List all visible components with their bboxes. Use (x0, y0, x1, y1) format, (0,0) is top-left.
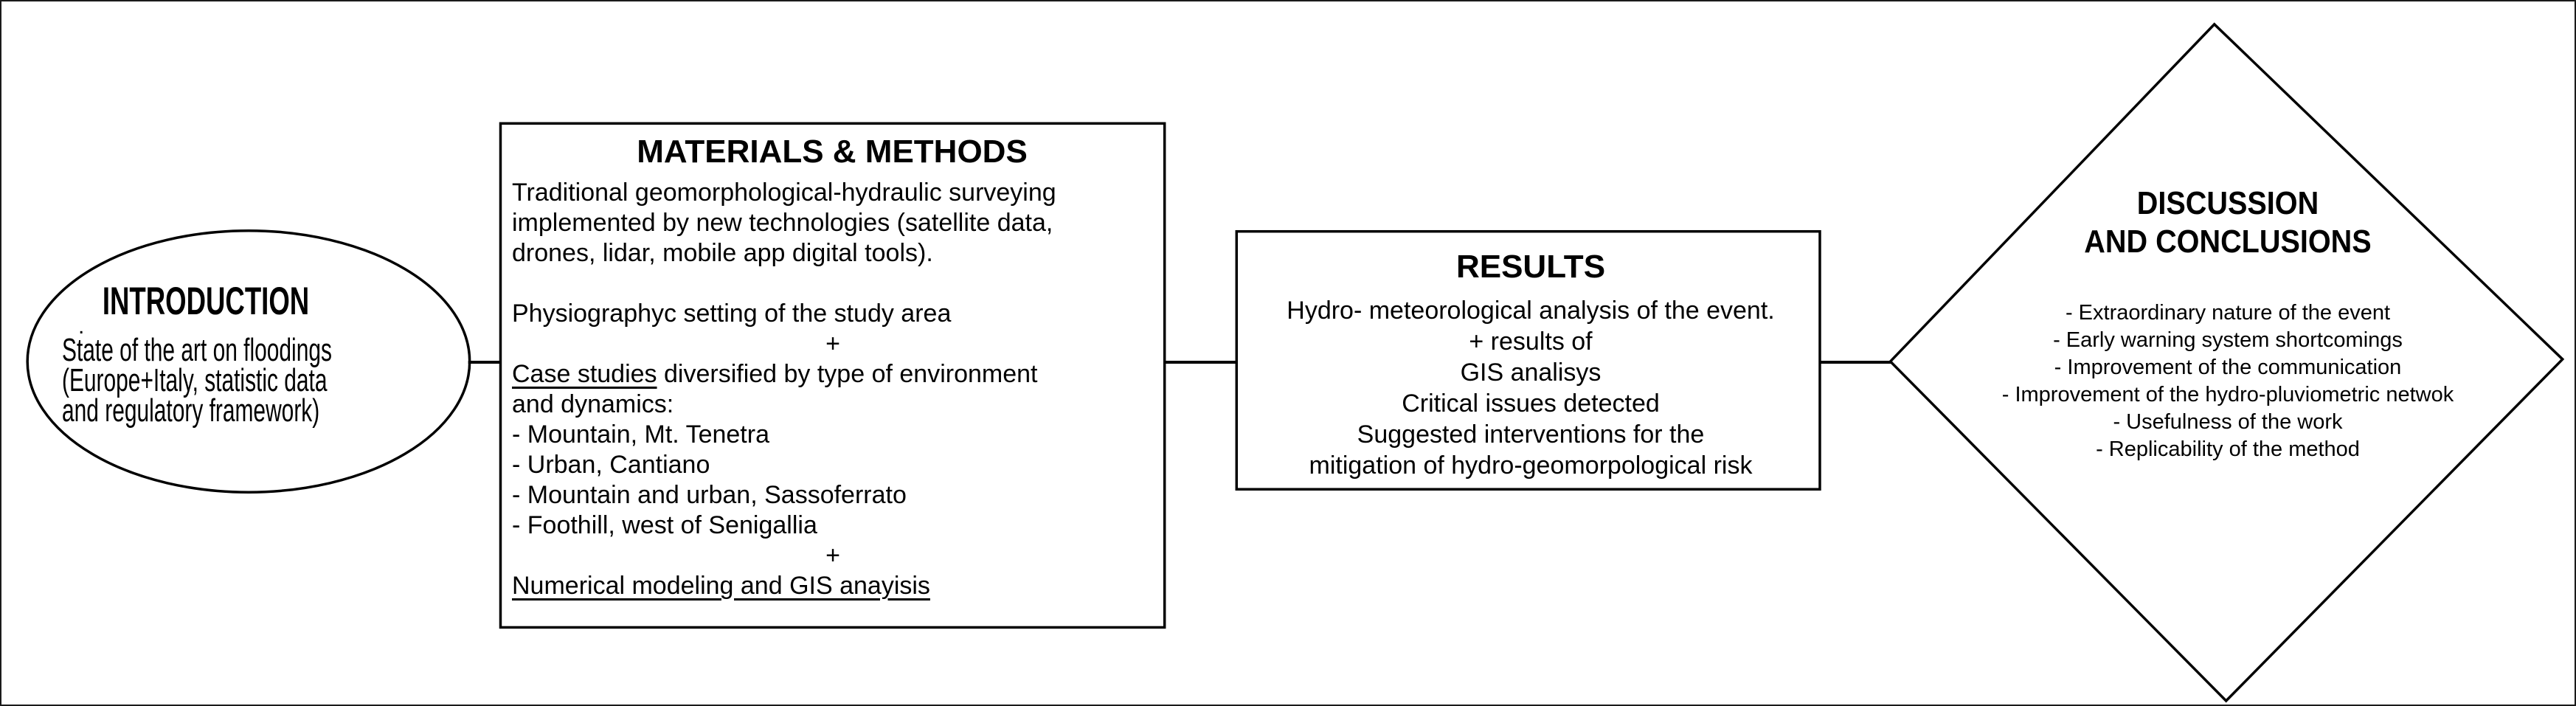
methods-paragraph-line: drones, lidar, mobile app digital tools)… (512, 239, 933, 267)
results-box (1235, 229, 1821, 491)
materials-methods-body: Traditional geomorphological-hydraulic s… (512, 178, 1154, 601)
methods-paragraph-line: Traditional geomorphological-hydraulic s… (512, 179, 1056, 207)
materials-methods-title: MATERIALS & METHODS (637, 134, 1028, 170)
plus-separator: + (825, 541, 840, 570)
results-title: RESULTS (1455, 249, 1606, 285)
results-line: GIS analisys (1460, 359, 1602, 387)
case-list-item: - Urban, Cantiano (512, 451, 710, 479)
results-line: Suggested interventions for the (1357, 421, 1705, 449)
blank-line (512, 269, 1154, 299)
dynamics-line: and dynamics: (512, 390, 674, 418)
introduction-body: State of the art on floodings (Europe+It… (62, 332, 332, 429)
introduction-title: INTRODUCTION (102, 280, 310, 323)
discussion-point: - Improvement of the hydro-pluviometric … (2001, 383, 2454, 406)
discussion-title: DISCUSSION AND CONCLUSIONS (2029, 184, 2427, 261)
introduction-line: State of the art on floodings (62, 332, 332, 368)
discussion-point: - Usefulness of the work (2113, 410, 2343, 434)
results-line: mitigation of hydro-geomorpological risk (1309, 451, 1753, 480)
results-line: Critical issues detected (1402, 390, 1660, 418)
physiographic-setting-line: Physiographyc setting of the study area (512, 300, 952, 328)
case-list-item: - Mountain and urban, Sassoferrato (512, 481, 907, 509)
discussion-point: - Extraordinary nature of the event (2065, 301, 2391, 325)
results-line: + results of (1469, 328, 1593, 356)
methods-paragraph-line: implemented by new technologies (satelli… (512, 209, 1053, 237)
discussion-title-line: DISCUSSION (2136, 185, 2319, 221)
discussion-title-line: AND CONCLUSIONS (2084, 224, 2372, 260)
discussion-point: - Improvement of the communication (2054, 356, 2402, 379)
results-body: Hydro- meteorological analysis of the ev… (1245, 295, 1816, 481)
discussion-body: - Extraordinary nature of the event - Ea… (1914, 300, 2541, 463)
materials-methods-box (499, 122, 1166, 629)
case-studies-underlined-label: Case studies (512, 360, 657, 388)
discussion-point: - Early warning system shortcomings (2053, 328, 2403, 352)
results-line: Hydro- meteorological analysis of the ev… (1287, 297, 1775, 325)
numerical-modeling-line: Numerical modeling and GIS anayisis (512, 572, 930, 600)
case-list-item: - Foothill, west of Senigallia (512, 511, 817, 539)
case-studies-line-rest: diversified by type of environment (657, 360, 1038, 388)
discussion-diamond (1888, 22, 2565, 703)
discussion-point: - Replicability of the method (2096, 437, 2360, 461)
plus-separator: + (825, 330, 840, 358)
case-list-item: - Mountain, Mt. Tenetra (512, 421, 769, 449)
introduction-line: and regulatory framework) (62, 392, 320, 429)
case-studies-line: Case studies diversified by type of envi… (512, 359, 1154, 390)
introduction-line: (Europe+Italy, statistic data (62, 362, 328, 398)
stray-period-mark: . (78, 314, 85, 339)
